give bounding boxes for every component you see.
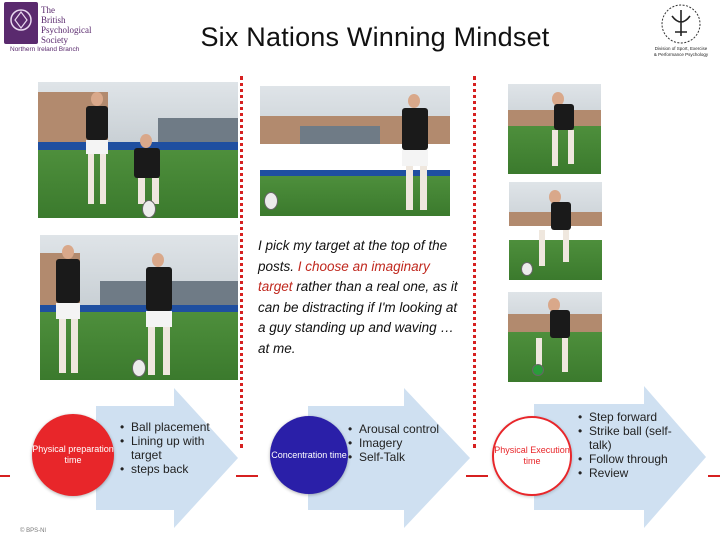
step-item: Review	[578, 466, 688, 480]
photo-step-forward	[508, 84, 601, 174]
step-item: steps back	[120, 462, 230, 476]
photo-concentration	[260, 86, 450, 216]
bps-logo: The British Psychological Society Northe…	[4, 2, 104, 58]
quote-highlight: I choose an imaginary target	[258, 258, 430, 295]
connector-dash	[466, 475, 488, 477]
step-item: Step forward	[578, 410, 688, 424]
phase-circle: Concentration time	[270, 416, 348, 494]
step-item: Lining up with target	[120, 434, 230, 462]
connector-dash	[236, 475, 258, 477]
phase-arrow-concentration: Concentration time Arousal control Image…	[268, 388, 472, 528]
photo-lining-up	[40, 235, 238, 380]
dsep-seal: Division of Sport, Exercise & Performanc…	[648, 2, 714, 68]
bps-branch: Northern Ireland Branch	[10, 46, 80, 53]
seal-caption-line: Division of Sport, Exercise	[654, 46, 708, 51]
step-item: Imagery	[348, 436, 458, 450]
connector-dash	[708, 475, 720, 477]
photo-follow-through	[508, 292, 602, 382]
bps-name-line: The	[41, 5, 55, 15]
step-item: Strike ball (self-talk)	[578, 424, 688, 452]
quote-text: rather than a real one, as it can be dis…	[258, 279, 458, 356]
phase-steps: Arousal control Imagery Self-Talk	[348, 422, 458, 464]
kicker-quote: I pick my target at the top of the posts…	[258, 236, 458, 359]
bps-name: The British Psychological Society	[41, 5, 92, 45]
bps-name-line: Psychological	[41, 25, 92, 35]
slide-title: Six Nations Winning Mindset	[200, 22, 550, 52]
phase-label: Concentration time	[271, 449, 347, 460]
divider-left	[240, 76, 243, 448]
phase-label: Physical preparation time	[32, 444, 114, 465]
phase-steps: Step forward Strike ball (self-talk) Fol…	[578, 410, 688, 480]
phase-label: Physical Execution time	[494, 445, 570, 466]
step-item: Arousal control	[348, 422, 458, 436]
seal-caption-line: & Performance Psychology	[653, 51, 709, 57]
phase-circle: Physical Execution time	[492, 416, 572, 496]
step-item: Self-Talk	[348, 450, 458, 464]
bps-name-line: British	[41, 15, 66, 25]
phase-circle: Physical preparation time	[32, 414, 114, 496]
connector-dash	[0, 475, 10, 477]
divider-right	[473, 76, 476, 448]
phase-arrow-execution: Physical Execution time Step forward Str…	[488, 386, 708, 528]
photo-ball-placement	[38, 82, 238, 218]
footer-note: © BPS-NI	[20, 528, 47, 534]
phase-steps: Ball placement Lining up with target ste…	[120, 420, 230, 476]
bps-name-line: Society	[41, 35, 68, 45]
photo-strike-ball	[509, 182, 602, 280]
step-item: Ball placement	[120, 420, 230, 434]
seal-caption: Division of Sport, Exercise & Performanc…	[648, 46, 714, 57]
quote-text: I pick my target at the top of the posts…	[258, 238, 448, 274]
seal-emblem-icon	[661, 4, 701, 44]
bps-emblem-icon	[4, 2, 38, 44]
step-item: Follow through	[578, 452, 688, 466]
phase-arrow-preparation: Physical preparation time Ball placement…	[24, 388, 240, 528]
